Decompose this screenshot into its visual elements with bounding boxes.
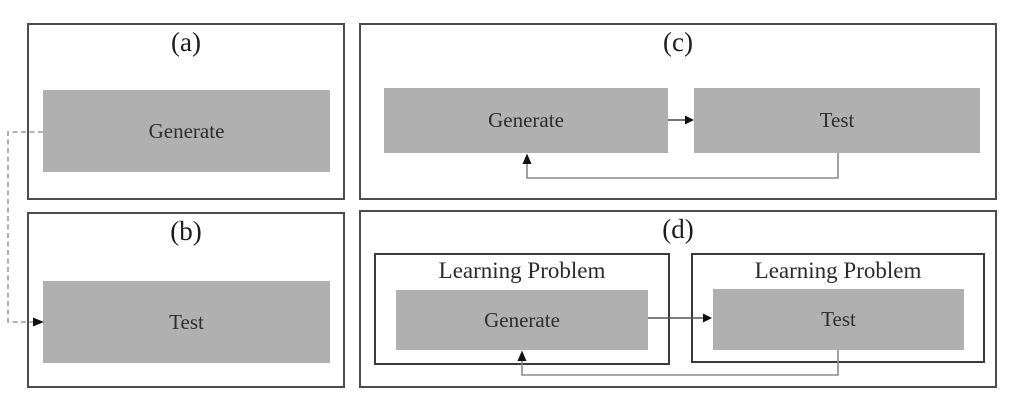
panel-c-label: (c) — [663, 27, 693, 57]
generate-box-a: Generate — [43, 90, 330, 172]
test-box-b: Test — [43, 281, 330, 363]
test-box-d: Test — [713, 289, 964, 350]
panel-a: (a) Generate — [27, 23, 345, 200]
panel-a-label: (a) — [171, 27, 201, 57]
learning-problem-frame-left: Learning Problem Generate — [374, 253, 670, 365]
panel-d-label: (d) — [662, 214, 694, 244]
generate-box-d: Generate — [396, 290, 648, 350]
panel-b-label: (b) — [170, 216, 202, 246]
learning-problem-frame-right: Learning Problem Test — [691, 253, 985, 363]
learning-problem-title-right: Learning Problem — [754, 258, 922, 283]
panel-c: (c) Generate Test — [359, 23, 997, 200]
generate-box-c: Generate — [384, 88, 668, 153]
test-box-c: Test — [694, 88, 980, 153]
learning-problem-title-left: Learning Problem — [438, 258, 606, 283]
panel-b: (b) Test — [27, 212, 345, 388]
panel-d: (d) Learning Problem Generate Learning P… — [359, 210, 997, 388]
